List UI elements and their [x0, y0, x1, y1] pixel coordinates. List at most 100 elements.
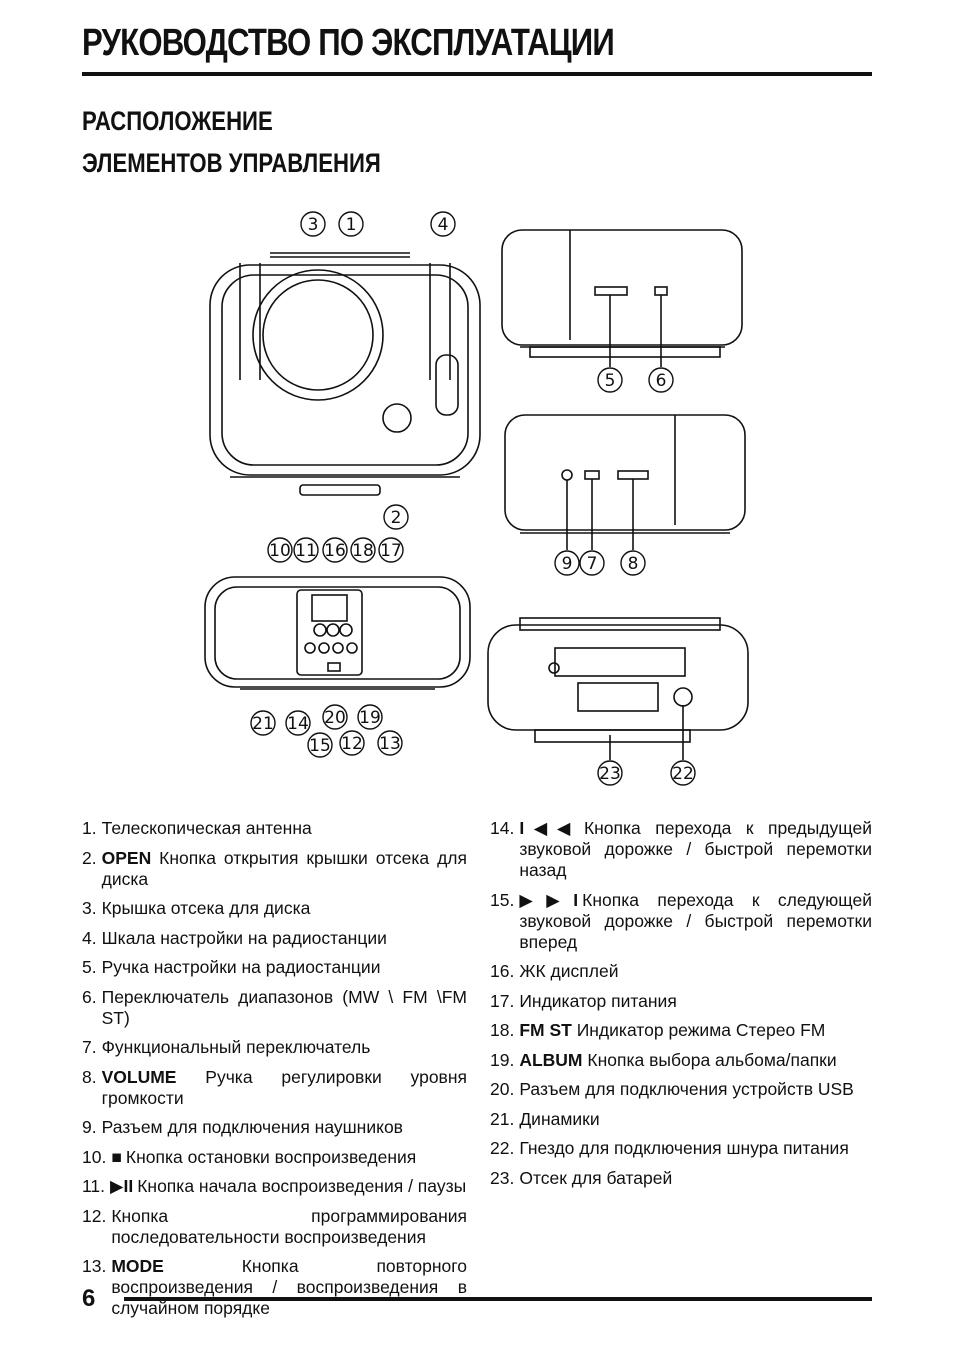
- callout-label: 8: [628, 554, 639, 574]
- section-title-line-1: РАСПОЛОЖЕНИЕ: [82, 106, 273, 136]
- legend-item-description: Крышка отсека для диска: [102, 898, 467, 919]
- legend-item-description: Шкала настройки на радиостанции: [102, 928, 467, 949]
- legend-item-description: ЖК дисплей: [519, 961, 872, 982]
- legend-item: 16.ЖК дисплей: [490, 961, 872, 982]
- callout-label: 15: [309, 736, 331, 756]
- callout-circle: [357, 704, 383, 730]
- control-symbol-icon: ■: [111, 1146, 122, 1167]
- callout-circle: [378, 537, 404, 563]
- callout-label: 12: [341, 734, 363, 754]
- callout-circle: [350, 537, 376, 563]
- legend-item-number: 17.: [490, 990, 515, 1011]
- callout-label: 10: [269, 541, 291, 561]
- legend-item-description: OPEN Кнопка открытия крышки отсека для д…: [102, 848, 467, 890]
- control-symbol-icon: ▶▶I: [519, 889, 579, 910]
- legend-item-description: Ручка настройки на радиостанции: [102, 957, 467, 978]
- callout-circle: [322, 537, 348, 563]
- legend-item-number: 2.: [82, 847, 97, 868]
- legend-item-number: 15.: [490, 889, 515, 910]
- callout-circle: [670, 760, 696, 786]
- legend-item-description: Кнопка программирования последовательнос…: [111, 1206, 467, 1248]
- callout-circle: [300, 211, 326, 237]
- legend-item-text: Кнопка выбора альбома/папки: [587, 1049, 837, 1070]
- control-symbol-icon: ▶II: [110, 1176, 134, 1196]
- legend-item-text: Крышка отсека для диска: [101, 898, 311, 918]
- legend-item: 13.MODE Кнопка повторного воспроизведени…: [82, 1256, 467, 1319]
- callout-label: 13: [379, 734, 401, 754]
- back-view-drawing: [487, 617, 749, 760]
- footer-divider: [124, 1297, 872, 1301]
- legend-item-description: ALBUM Кнопка выбора альбома/папки: [519, 1050, 872, 1071]
- legend-list-right: 14.I◀◀Кнопка перехода к предыдущей звуко…: [490, 818, 872, 1197]
- legend-item: 3.Крышка отсека для диска: [82, 898, 467, 919]
- legend-item-number: 19.: [490, 1049, 515, 1070]
- legend-item-text: Гнездо для подключения шнура питания: [519, 1138, 849, 1158]
- legend-item-description: Отсек для батарей: [519, 1168, 872, 1189]
- legend-item-text: Индикатор питания: [519, 990, 677, 1011]
- legend-item-number: 10.: [82, 1146, 107, 1167]
- control-keyword: OPEN: [101, 847, 160, 868]
- control-keyword: MODE: [111, 1256, 242, 1276]
- callout-circle: [322, 704, 348, 730]
- callout-circle: [377, 730, 403, 756]
- control-symbol-icon: I◀◀: [519, 818, 580, 838]
- callout-circle: [285, 710, 311, 736]
- callout-circle: [267, 537, 293, 563]
- legend-item-number: 16.: [490, 961, 515, 981]
- legend-item: 20.Разъем для подключения устройств USB: [490, 1079, 872, 1100]
- callout-circle: [554, 550, 580, 576]
- legend-item-text: Кнопка перехода к предыдущей звуковой до…: [519, 818, 872, 880]
- front-view-drawing: [204, 576, 471, 690]
- legend-item: 23.Отсек для батарей: [490, 1168, 872, 1189]
- legend-item-description: Разъем для подключения устройств USB: [519, 1079, 872, 1100]
- callout-circle: [293, 537, 319, 563]
- legend-item: 7.Функциональный переключатель: [82, 1037, 467, 1058]
- callout-label: 4: [438, 215, 449, 235]
- legend-item-number: 14.: [490, 818, 515, 838]
- legend-item-text: Кнопка повторного воспроизведения / восп…: [111, 1256, 467, 1318]
- section-title-line-2: ЭЛЕМЕНТОВ УПРАВЛЕНИЯ: [82, 148, 381, 178]
- page-number: 6: [82, 1285, 96, 1312]
- legend-item-number: 1.: [82, 818, 97, 838]
- callout-label: 2: [391, 508, 402, 528]
- legend-item-number: 23.: [490, 1167, 515, 1188]
- legend-item-description: Функциональный переключатель: [102, 1037, 467, 1058]
- legend-item: 2.OPEN Кнопка открытия крышки отсека для…: [82, 848, 467, 890]
- callout-label: 6: [656, 371, 667, 391]
- page-title: РУКОВОДСТВО ПО ЭКСПЛУАТАЦИИ: [82, 22, 615, 64]
- callout-label: 17: [380, 541, 402, 561]
- legend-item-description: Динамики: [519, 1109, 872, 1130]
- legend-item-description: MODE Кнопка повторного воспроизведения /…: [111, 1256, 467, 1319]
- legend-item-description: Гнездо для подключения шнура питания: [519, 1138, 872, 1159]
- legend-item-text: Разъем для подключения наушников: [101, 1117, 403, 1137]
- callout-label: 20: [324, 708, 346, 728]
- legend-item-text: Кнопка открытия крышки отсека для диска: [101, 847, 467, 889]
- legend-item-description: Разъем для подключения наушников: [102, 1117, 467, 1138]
- legend-item-number: 13.: [82, 1256, 107, 1276]
- callout-label: 7: [587, 554, 598, 574]
- legend-item-text: Кнопка остановки воспроизведения: [125, 1146, 417, 1167]
- legend-item-number: 7.: [82, 1037, 97, 1057]
- legend-item-number: 8.: [82, 1066, 97, 1087]
- legend-item-text: Кнопка начала воспроизведения / паузы: [137, 1176, 467, 1196]
- control-keyword: ALBUM: [519, 1049, 588, 1070]
- legend-item-number: 9.: [82, 1117, 97, 1137]
- callout-label: 22: [672, 764, 694, 784]
- legend-item-text: Телескопическая антенна: [101, 818, 312, 838]
- legend-item-number: 20.: [490, 1079, 515, 1099]
- legend-item: 14.I◀◀Кнопка перехода к предыдущей звуко…: [490, 818, 872, 881]
- callout-circle: [339, 730, 365, 756]
- callout-label: 18: [352, 541, 374, 561]
- legend-item-number: 12.: [82, 1205, 107, 1226]
- callout-circle: [250, 710, 276, 736]
- callout-label: 21: [252, 714, 274, 734]
- legend-item-description: ■Кнопка остановки воспроизведения: [111, 1147, 467, 1168]
- legend-item-text: Шкала настройки на радиостанции: [101, 927, 387, 948]
- legend-item: 8.VOLUME Ручка регулировки уровня громко…: [82, 1067, 467, 1109]
- legend-item-description: Переключатель диапазонов (MW \ FM \FM ST…: [102, 987, 467, 1029]
